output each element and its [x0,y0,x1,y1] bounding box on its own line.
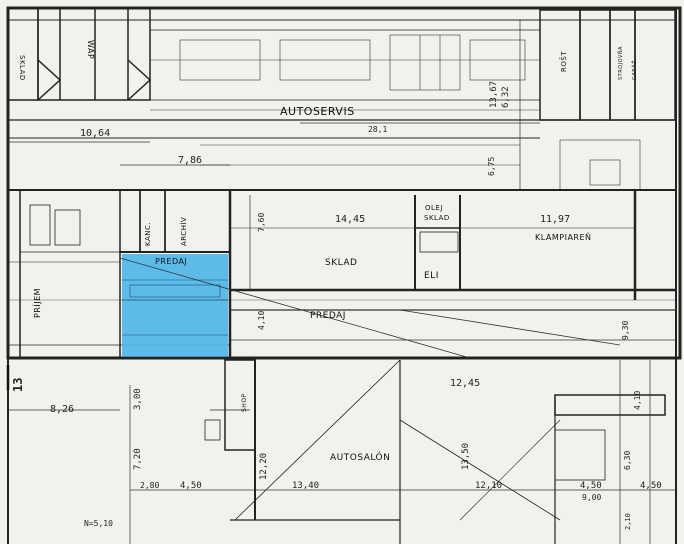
label-eli: ELI [424,271,439,281]
label-predaj: PREDAJ [310,311,346,321]
dim-7-20: 7,20 [133,448,143,470]
dim-2-80: 2,80 [140,481,159,490]
top-rooms [7,7,676,121]
dim-4-50-c: 4,50 [640,481,662,491]
label-autosalon: AUTOSALÓN [330,451,390,463]
dim-2-10: 2,10 [624,513,632,530]
dimension-labels: 10,64 7,86 14,45 11,97 13,67 6,32 6,75 7… [50,81,662,530]
dim-4-50-b: 4,50 [580,481,602,491]
dim-6-30: 6,30 [623,451,632,470]
label-wap: WAP [86,40,95,59]
service-hall-details [150,34,641,191]
dim-3-00: 3,00 [133,388,143,410]
label-kanc: KANC. [144,222,152,246]
dim-4-10: 4,10 [257,311,266,330]
label-sklad-top: SKLAD [18,55,26,81]
dim-13-67: 13,67 [489,81,499,108]
dim-10-64: 10,64 [80,128,110,139]
dim-11-97: 11,97 [540,214,570,225]
level-note: N=5,10 [84,519,113,528]
section-mark: 13 [11,378,25,392]
dim-13-40: 13,40 [292,481,319,491]
label-klampiaren: KLAMPIAREŇ [535,232,592,242]
dim-8-26: 8,26 [50,404,74,415]
dim-6-75: 6,75 [487,157,496,176]
dim-14-45: 14,45 [335,214,365,225]
label-autoservis: AUTOSERVIS [280,105,355,118]
corridor-lines [8,257,676,359]
label-garaz: GARÁŽ [630,60,638,80]
dimension-lines [8,20,676,544]
label-sklad: SKLAD [325,258,357,268]
label-olej: OLEJ [425,204,443,212]
label-shop: SHOP [241,393,248,412]
dim-9-30: 9,30 [621,321,630,340]
label-predaj-small: PREDAJ [155,257,187,266]
dim-7-60: 7,60 [257,213,266,232]
dim-6-32: 6,32 [501,86,511,108]
highlighted-area [122,254,228,357]
label-olej-sklad: SKLAD [424,214,450,222]
dim-12-20: 12,20 [259,453,269,480]
room-labels: AUTOSERVIS SKLAD PREDAJ PREDAJ KLAMPIARE… [18,40,638,463]
dim-28-1: 28,1 [368,125,387,134]
label-rost: ROŠT [559,51,568,72]
markers: 13 N=5,10 [6,365,113,528]
dim-12-45: 12,45 [450,378,480,389]
dim-4-50-a: 4,50 [180,481,202,491]
dim-13-50: 13,50 [461,443,471,470]
label-prijem: PRÍJEM [31,288,42,318]
dim-9-00: 9,00 [582,493,601,502]
label-stroj: STROJOVŇA [617,46,624,80]
dim-4-10-b: 4,10 [633,391,642,410]
dim-7-86: 7,86 [178,155,202,166]
label-archiv: ARCHÍV [179,217,188,246]
dim-12-10: 12,10 [475,481,502,491]
autosalon-walls [8,356,676,544]
middle-rooms [8,189,676,358]
